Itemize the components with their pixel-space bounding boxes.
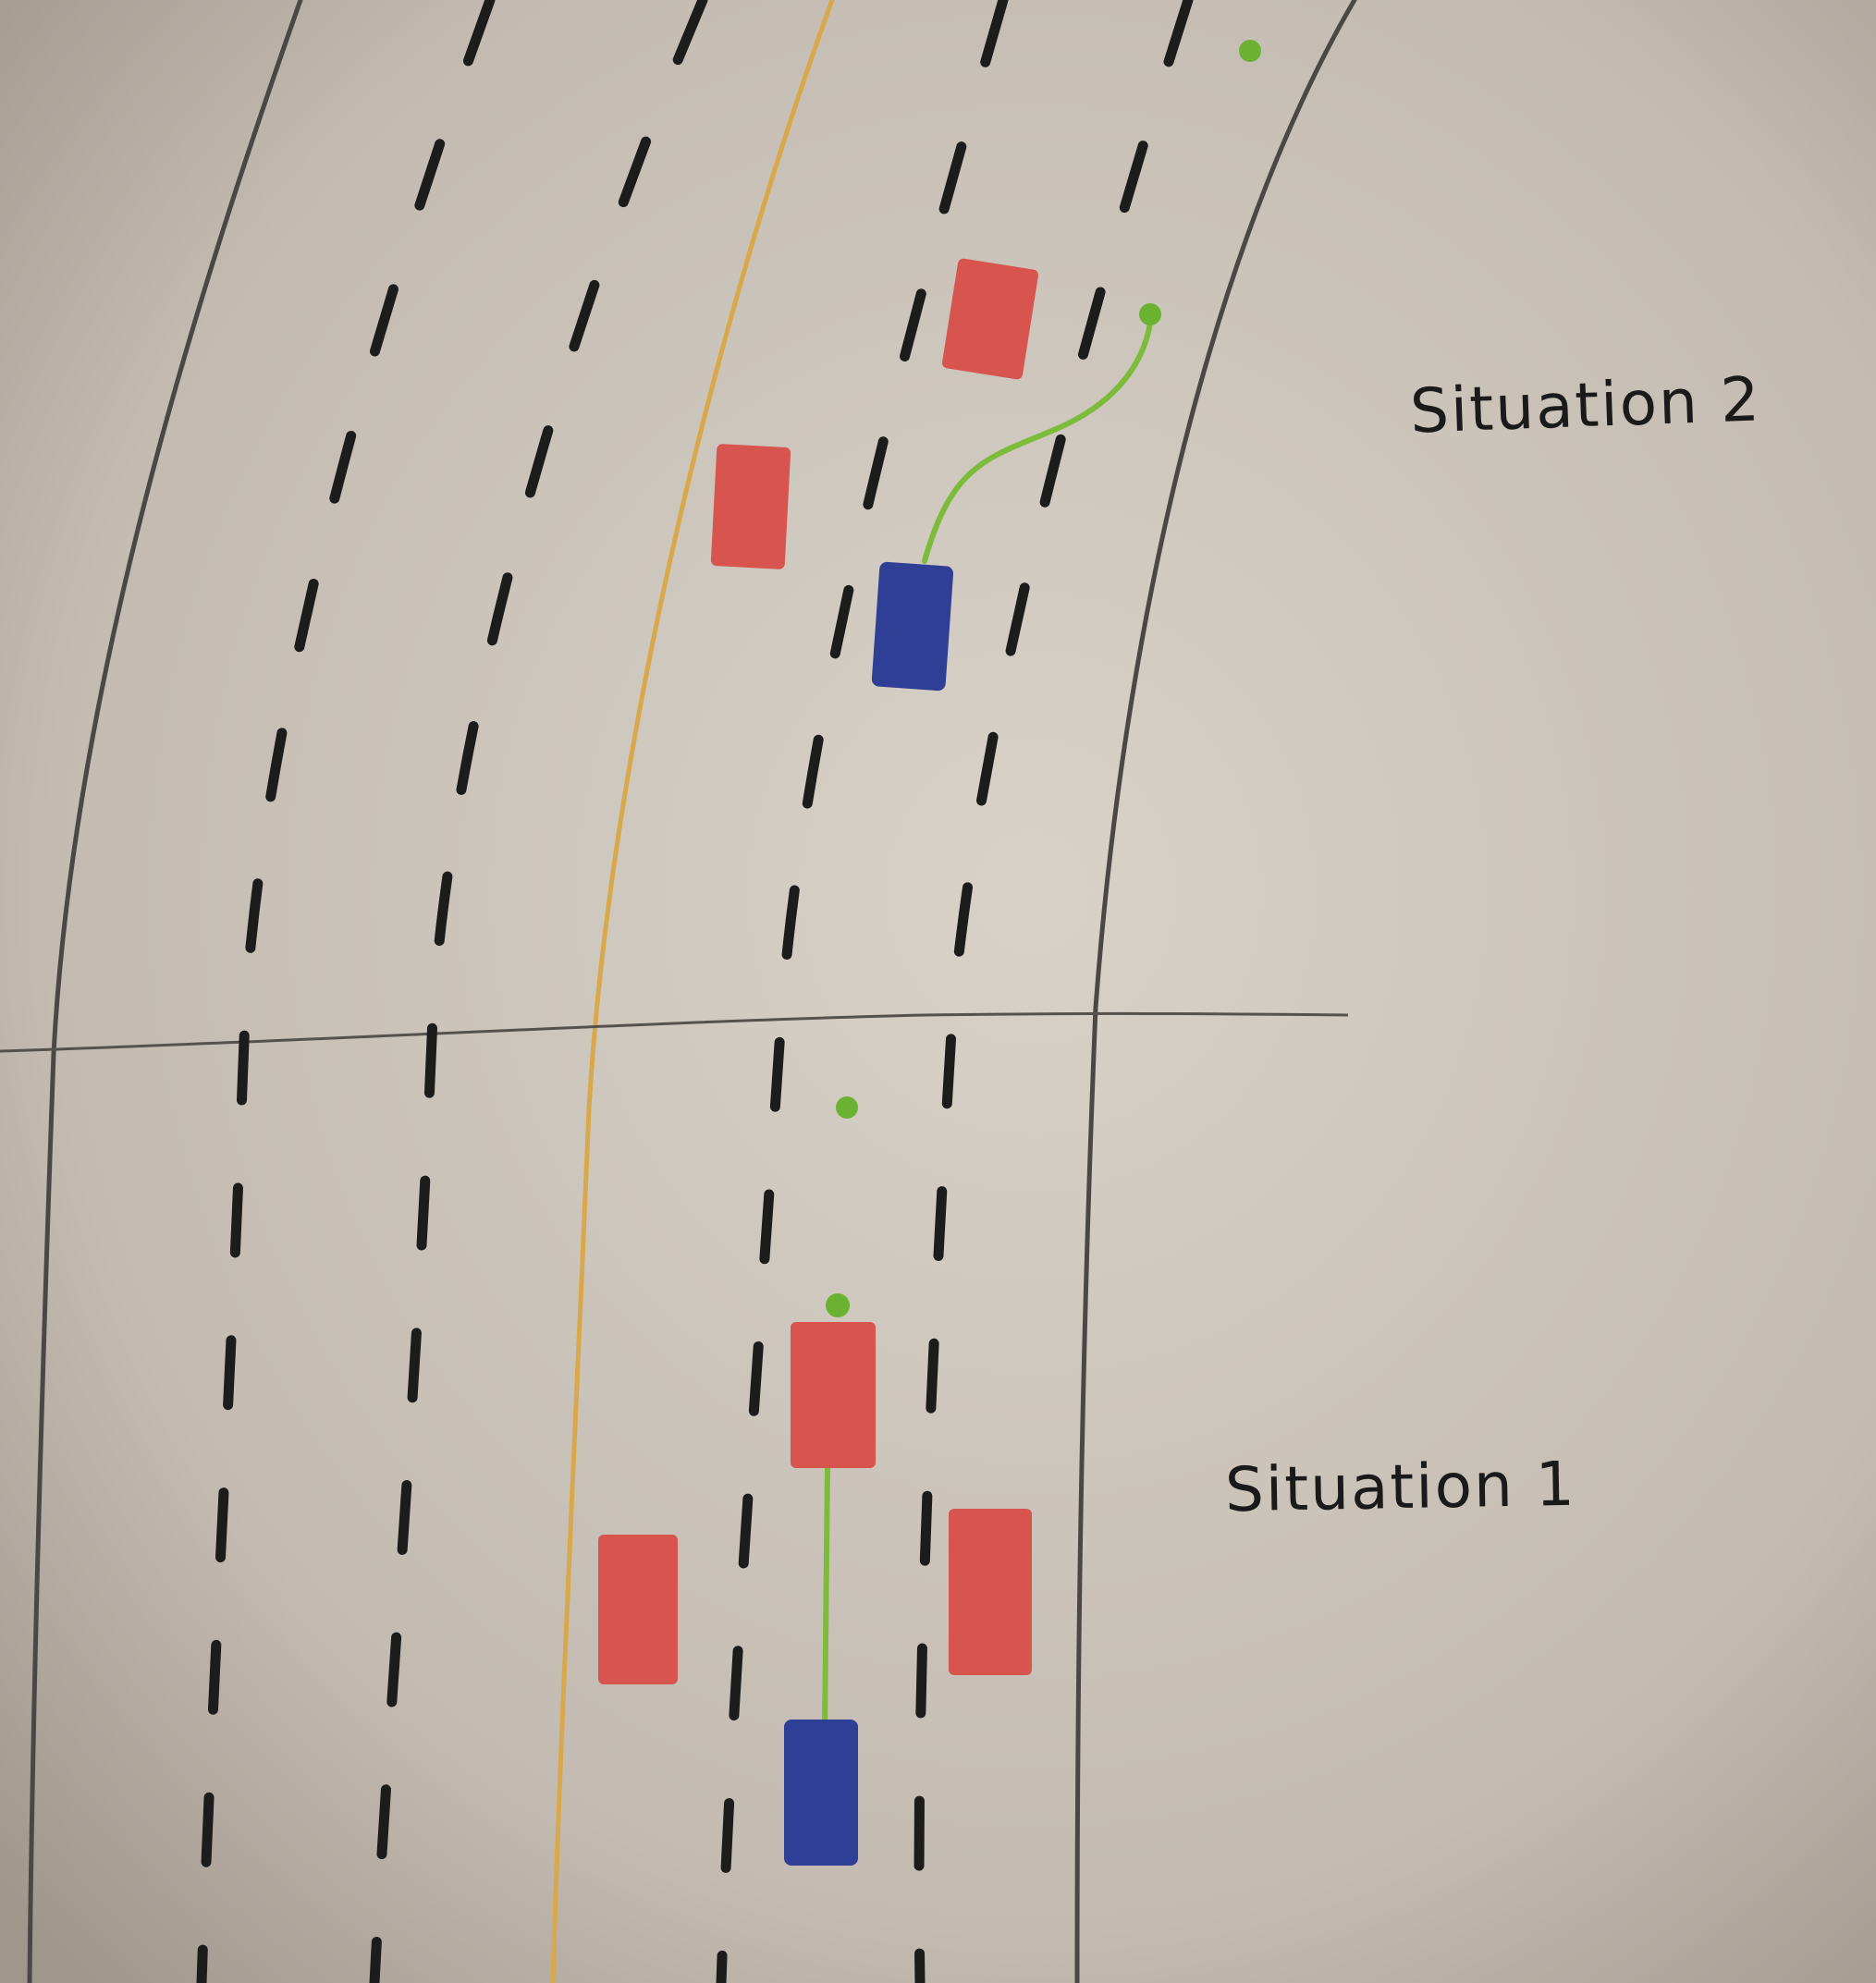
other-vehicle [598, 1535, 678, 1684]
lane-divider [196, 0, 496, 1983]
trajectory-goal-point [826, 1293, 850, 1317]
other-vehicle [710, 444, 791, 569]
ego-vehicle [784, 1720, 858, 1866]
other-vehicle [791, 1322, 876, 1468]
road-right-edge [1074, 0, 1357, 1983]
other-vehicle [942, 258, 1038, 380]
situation-2-label: Situation 2 [1408, 363, 1763, 447]
median-line [550, 0, 835, 1983]
trajectory-goal-point [1239, 40, 1261, 62]
other-vehicle [949, 1509, 1032, 1675]
planned-trajectory [922, 321, 1153, 564]
lane-divider [913, 0, 1194, 1983]
trajectory-goal-point [1139, 303, 1161, 325]
planned-trajectory [822, 1463, 830, 1732]
ego-vehicle [871, 561, 954, 692]
road-left-edge [27, 0, 303, 1983]
trajectory-goal-point [836, 1096, 858, 1119]
situation-1-label: Situation 1 [1224, 1448, 1577, 1526]
lane-divider [716, 0, 1009, 1983]
lane-divider [369, 0, 708, 1983]
